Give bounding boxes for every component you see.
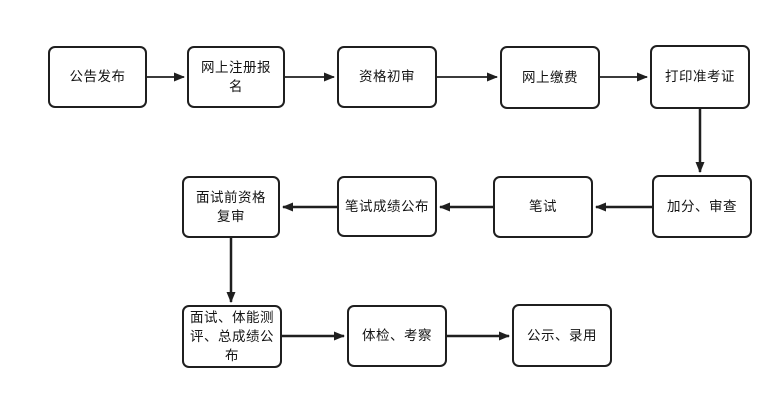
node-medical-exam-inspection: 体检、考察 [347, 305, 447, 367]
node-bonus-points-review: 加分、审查 [652, 175, 752, 238]
node-label-print-admission-ticket: 打印准考证 [665, 69, 735, 85]
node-label-interview-physical-test-total-score-release: 面试、体能测评、总成绩公布 [190, 309, 274, 364]
node-label-qualification-initial-review: 资格初审 [359, 69, 415, 85]
node-publicity-employment: 公示、录用 [512, 304, 612, 367]
node-pre-interview-qualification-recheck: 面试前资格复审 [182, 176, 280, 238]
node-label-online-registration: 网上注册报名 [201, 59, 271, 94]
node-label-publicity-employment: 公示、录用 [527, 327, 597, 343]
node-written-exam: 笔试 [493, 176, 593, 238]
node-online-payment: 网上缴费 [500, 46, 600, 109]
node-print-admission-ticket: 打印准考证 [650, 45, 750, 109]
node-label-announcement-release: 公告发布 [69, 69, 126, 85]
node-written-exam-results-release: 笔试成绩公布 [337, 176, 437, 237]
node-qualification-initial-review: 资格初审 [337, 46, 437, 108]
node-label-pre-interview-qualification-recheck: 面试前资格复审 [196, 189, 266, 224]
node-label-written-exam: 笔试 [529, 199, 557, 215]
node-online-registration: 网上注册报名 [187, 46, 285, 108]
node-label-written-exam-results-release: 笔试成绩公布 [345, 198, 429, 214]
node-label-online-payment: 网上缴费 [522, 69, 578, 85]
node-label-medical-exam-inspection: 体检、考察 [362, 328, 432, 344]
node-interview-physical-test-total-score-release: 面试、体能测评、总成绩公布 [182, 305, 282, 368]
node-label-bonus-points-review: 加分、审查 [667, 198, 737, 214]
node-announcement-release: 公告发布 [48, 46, 147, 108]
